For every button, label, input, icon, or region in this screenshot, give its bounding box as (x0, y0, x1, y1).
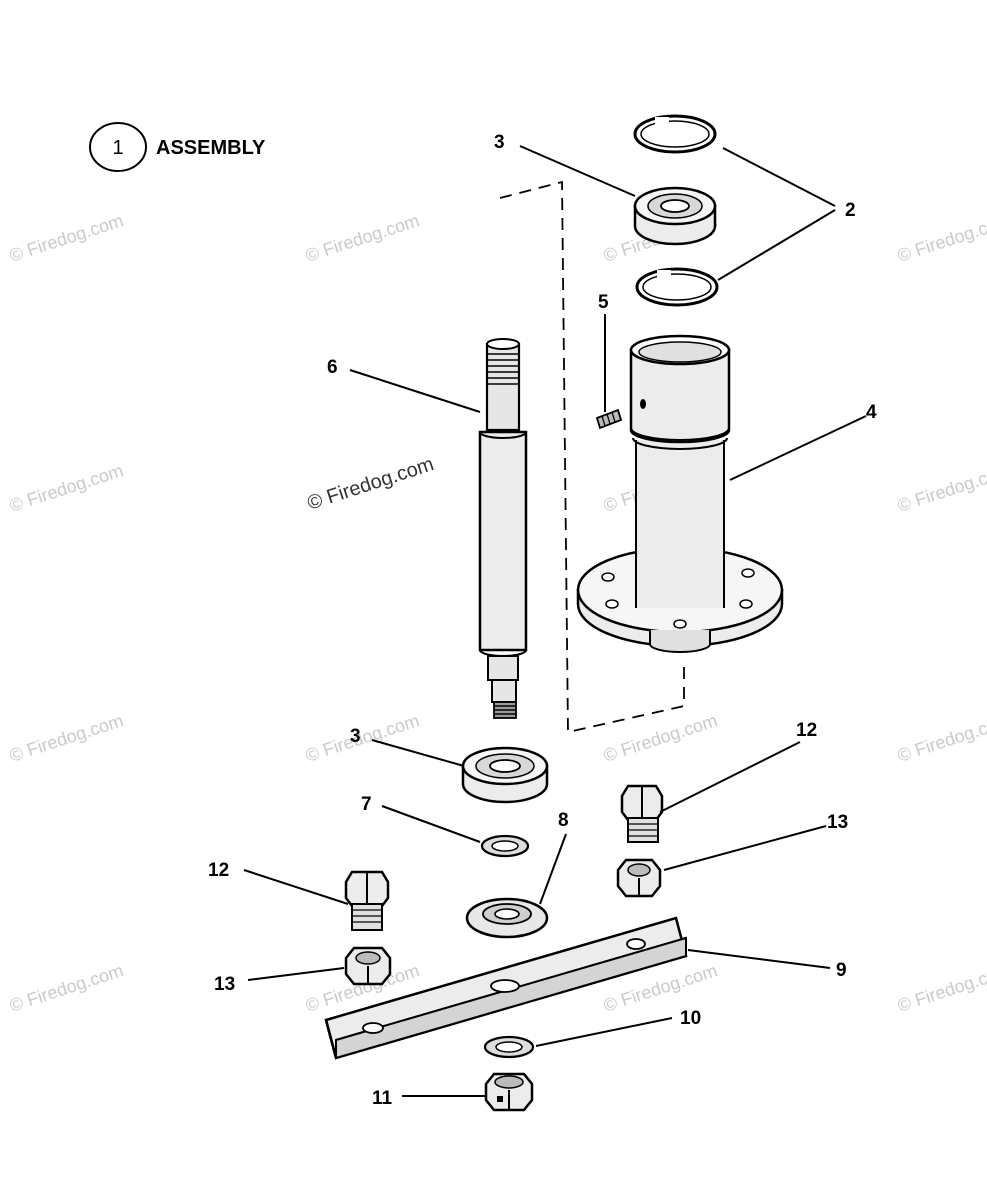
watermark: © Firedog.com (895, 460, 987, 516)
callout-9: 9 (836, 960, 847, 981)
callout-5: 5 (598, 292, 609, 313)
watermark: © Firedog.com (7, 960, 126, 1016)
watermark: © Firedog.com (601, 710, 720, 766)
callout-10: 10 (680, 1008, 701, 1029)
callout-13-right: 13 (827, 812, 848, 833)
washer-lower (483, 1035, 535, 1059)
callout-11: 11 (372, 1088, 393, 1109)
spindle-housing (576, 334, 784, 653)
bolt-right (620, 784, 664, 843)
watermark-dark: © Firedog.com (305, 453, 437, 515)
callout-6: 6 (327, 357, 338, 378)
snap-ring-upper (633, 114, 717, 154)
callout-2: 2 (845, 200, 856, 221)
watermark: © Firedog.com (303, 710, 422, 766)
callout-12-right: 12 (796, 720, 817, 741)
snap-ring-lower (635, 267, 719, 307)
watermark: © Firedog.com (7, 460, 126, 516)
ring-number: 1 (112, 137, 123, 159)
washer-small (480, 834, 530, 858)
bearing-lower (461, 746, 549, 804)
set-screw (595, 408, 623, 430)
callout-8: 8 (558, 810, 569, 831)
leader-lines (243, 145, 867, 1097)
watermark: © Firedog.com (7, 710, 126, 766)
watermark: © Firedog.com (7, 210, 126, 266)
assembly-title: ASSEMBLY (156, 137, 266, 159)
callout-3-bottom: 3 (350, 726, 361, 747)
callouts: 3 2 5 6 4 3 12 7 8 13 12 9 13 10 11 (208, 132, 877, 1109)
callout-3-top: 3 (494, 132, 505, 153)
callout-7: 7 (361, 794, 372, 815)
watermark: © Firedog.com (895, 710, 987, 766)
assembly-header: 1 ASSEMBLY (89, 122, 266, 172)
callout-13-left: 13 (214, 974, 235, 995)
watermark: © Firedog.com (895, 960, 987, 1016)
callout-12-left: 12 (208, 860, 229, 881)
spindle-shaft (478, 338, 528, 719)
spacer (465, 897, 549, 939)
nut-lower (484, 1072, 534, 1112)
callout-4: 4 (866, 402, 877, 423)
watermark: © Firedog.com (303, 210, 422, 266)
bolt-left (344, 870, 390, 931)
ring-number-circle (89, 122, 147, 172)
assembly-dash-path (499, 180, 685, 734)
bearing-upper (633, 186, 717, 246)
watermark: © Firedog.com (895, 210, 987, 266)
adapter-bar (324, 916, 688, 1060)
nut-left (344, 946, 392, 986)
nut-right (616, 858, 662, 898)
